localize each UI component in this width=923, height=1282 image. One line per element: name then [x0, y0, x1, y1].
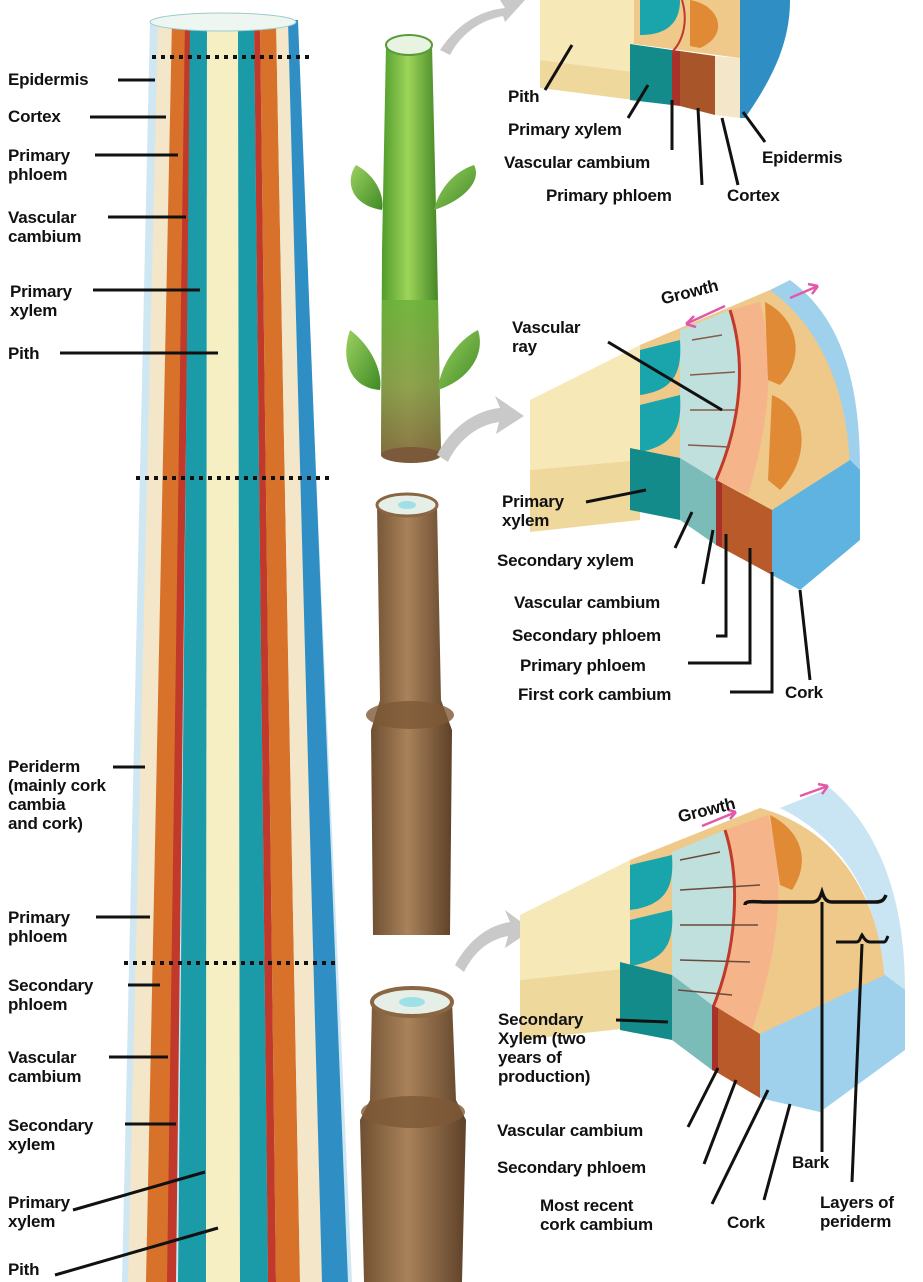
- green-stem-base: [381, 447, 441, 463]
- label-pith-left-top: Pith: [8, 344, 39, 363]
- label-secondary-xylem-middle: Secondary xylem: [497, 551, 634, 570]
- pith-band: [206, 20, 240, 1282]
- bot-leader-secondary-phloem: [704, 1080, 736, 1164]
- bot-leader-most-recent-cork-cambium: [712, 1090, 768, 1204]
- label-primary-xylem-left-top: Primary xylem: [10, 282, 72, 320]
- stem-transition: [381, 300, 441, 455]
- label-primary-xylem-left-bottom: Primary xylem: [8, 1193, 70, 1231]
- label-secondary-xylem-left: Secondary xylem: [8, 1116, 93, 1154]
- bot-leader-cork: [764, 1104, 790, 1200]
- label-vascular-cambium-top-section: Vascular cambium: [504, 153, 650, 172]
- bot-wedge-xylem-side: [620, 962, 672, 1040]
- label-primary-xylem-middle: Primary xylem: [502, 492, 564, 530]
- top-leader-primary-phloem: [698, 108, 702, 185]
- stem-top-cap: [150, 13, 296, 31]
- leaf-lower-left: [346, 330, 380, 390]
- label-cork-bottom: Cork: [727, 1213, 765, 1232]
- top-wedge-cortex-side: [715, 56, 740, 118]
- label-secondary-phloem-bottom: Secondary phloem: [497, 1158, 646, 1177]
- young-green-stem: [346, 35, 480, 463]
- label-primary-phloem-left-top: Primary phloem: [8, 146, 70, 184]
- label-pith-left-bottom: Pith: [8, 1260, 39, 1279]
- mid-wedge-cambium-side: [716, 480, 722, 548]
- label-vascular-cambium-middle: Vascular cambium: [514, 593, 660, 612]
- top-wedge-phloem-side: [680, 51, 715, 115]
- label-first-cork-cambium: First cork cambium: [518, 685, 671, 704]
- green-stem-top: [386, 35, 432, 55]
- label-pith-top-section: Pith: [508, 87, 539, 106]
- connector-arrows: [437, 0, 532, 972]
- label-vascular-cambium-left-bottom: Vascular cambium: [8, 1048, 81, 1086]
- mid-wedge-xylem-side: [630, 448, 680, 520]
- bot-wedge-cambium-side: [712, 1005, 718, 1073]
- label-most-recent-cork-cambium: Most recent cork cambium: [540, 1196, 653, 1234]
- arrow-top: [440, 0, 525, 55]
- label-vascular-cambium-left-top: Vascular cambium: [8, 208, 81, 246]
- label-secondary-phloem-left: Secondary phloem: [8, 976, 93, 1014]
- top-leader-epidermis: [743, 112, 765, 142]
- label-secondary-phloem-middle: Secondary phloem: [512, 626, 661, 645]
- leaf-lower-right: [438, 330, 480, 390]
- label-primary-phloem-top-section: Primary phloem: [546, 186, 672, 205]
- lower-bark-stem: [360, 988, 466, 1282]
- label-primary-phloem-middle: Primary phloem: [520, 656, 646, 675]
- label-cork-middle: Cork: [785, 683, 823, 702]
- label-epidermis-left: Epidermis: [8, 70, 88, 89]
- bark-swelling-middle: [366, 701, 454, 729]
- top-wedge-epidermis: [740, 0, 790, 118]
- top-leader-cortex: [722, 118, 738, 185]
- top-wedge-xylem-side: [630, 44, 672, 105]
- bark-stem-core-lower: [399, 997, 425, 1007]
- mid-leader-cork: [800, 590, 810, 680]
- mid-wedge-pith-top: [530, 345, 640, 470]
- label-vascular-cambium-bottom: Vascular cambium: [497, 1121, 643, 1140]
- bot-leader-secondary-xylem: [616, 1020, 668, 1022]
- bark-stem-core-middle: [398, 501, 416, 509]
- mid-leader-primary-phloem: [688, 548, 750, 663]
- label-periderm-left: Periderm (mainly cork cambia and cork): [8, 757, 106, 833]
- bark-swelling-lower: [361, 1096, 465, 1128]
- label-primary-phloem-left-bottom: Primary phloem: [8, 908, 70, 946]
- label-secondary-xylem-bottom: Secondary Xylem (two years of production…: [498, 1010, 590, 1086]
- label-cortex-left: Cortex: [8, 107, 61, 126]
- label-epidermis-top-section: Epidermis: [762, 148, 842, 167]
- leaf-upper-right: [434, 165, 476, 210]
- top-wedge-pith-face: [540, 0, 634, 72]
- top-section-wedge: [540, 0, 790, 118]
- top-wedge-cambium-side: [672, 50, 680, 106]
- label-layers-of-periderm: Layers of periderm: [820, 1193, 894, 1231]
- bark-stem-body-lower: [360, 1000, 466, 1282]
- leaf-upper-left: [351, 165, 383, 210]
- bot-wedge-pith-top: [520, 860, 630, 980]
- bot-leader-vascular-cambium: [688, 1068, 718, 1127]
- label-vascular-ray: Vascular ray: [512, 318, 580, 356]
- mid-leader-secondary-phloem: [716, 534, 726, 636]
- longitudinal-stem: [122, 13, 352, 1282]
- label-cortex-top-section: Cortex: [727, 186, 780, 205]
- label-primary-xylem-top-section: Primary xylem: [508, 120, 622, 139]
- arrow-middle: [437, 396, 524, 462]
- middle-bark-stem: [366, 494, 454, 935]
- label-bark: Bark: [792, 1153, 829, 1172]
